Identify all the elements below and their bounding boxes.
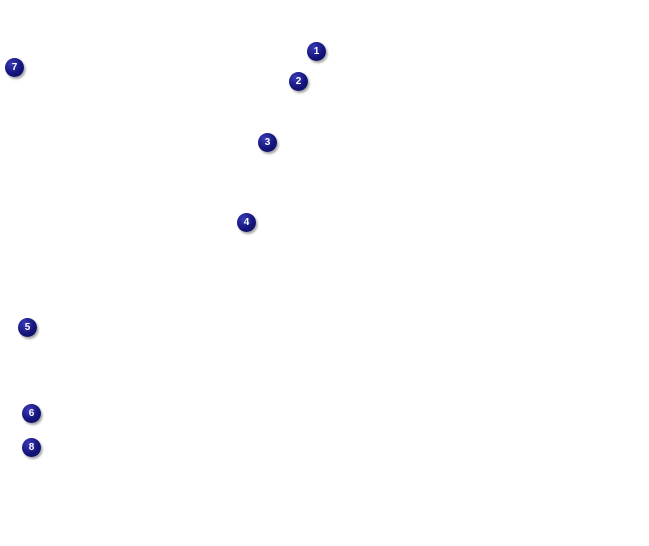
callout-marker-2[interactable]: 2 [289,72,308,91]
callout-marker-7[interactable]: 7 [5,58,24,77]
callout-marker-3[interactable]: 3 [258,133,277,152]
callout-marker-1[interactable]: 1 [307,42,326,61]
callout-marker-4[interactable]: 4 [237,213,256,232]
callout-marker-8[interactable]: 8 [22,438,41,457]
callout-marker-5[interactable]: 5 [18,318,37,337]
callout-marker-6[interactable]: 6 [22,404,41,423]
